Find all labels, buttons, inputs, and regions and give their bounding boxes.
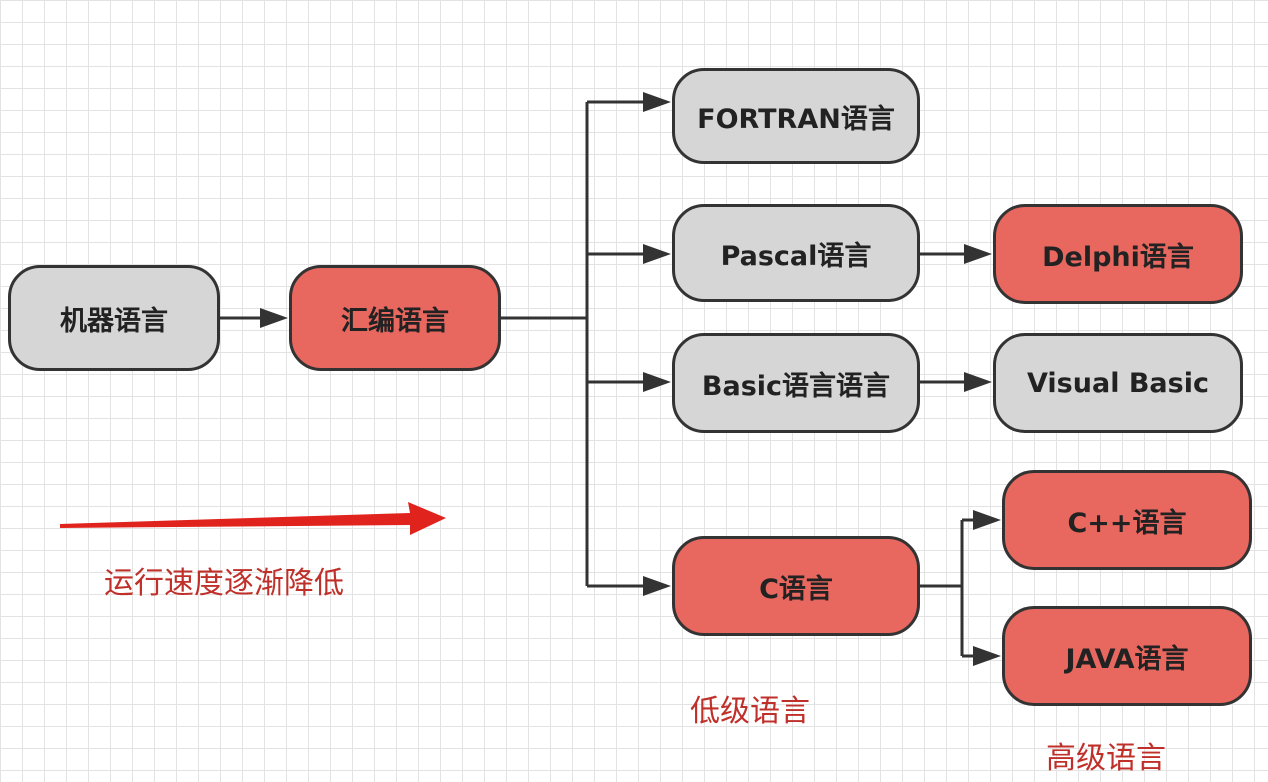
arrowhead-delphi [964,244,992,264]
node-basic: Basic语言语言 [672,333,920,433]
arrowhead-java [973,646,1001,666]
arrowhead-cpp [973,510,1001,530]
node-delphi: Delphi语言 [993,204,1243,304]
arrowhead-basic [643,372,671,392]
node-machine-language: 机器语言 [8,265,220,371]
arrowhead-fortran [643,92,671,112]
arrowhead-c [643,576,671,596]
speed-arrow [60,502,446,535]
arrowhead-assembly [260,308,288,328]
high-level-label: 高级语言 [1046,741,1166,776]
low-level-label: 低级语言 [690,694,810,729]
arrowhead-vb [964,372,992,392]
node-fortran: FORTRAN语言 [672,68,920,164]
node-assembly-language: 汇编语言 [289,265,501,371]
node-visual-basic: Visual Basic [993,333,1243,433]
node-c: C语言 [672,536,920,636]
speed-label: 运行速度逐渐降低 [104,566,344,601]
node-pascal: Pascal语言 [672,204,920,302]
node-java: JAVA语言 [1002,606,1252,706]
node-cpp: C++语言 [1002,470,1252,570]
arrowhead-pascal [643,244,671,264]
